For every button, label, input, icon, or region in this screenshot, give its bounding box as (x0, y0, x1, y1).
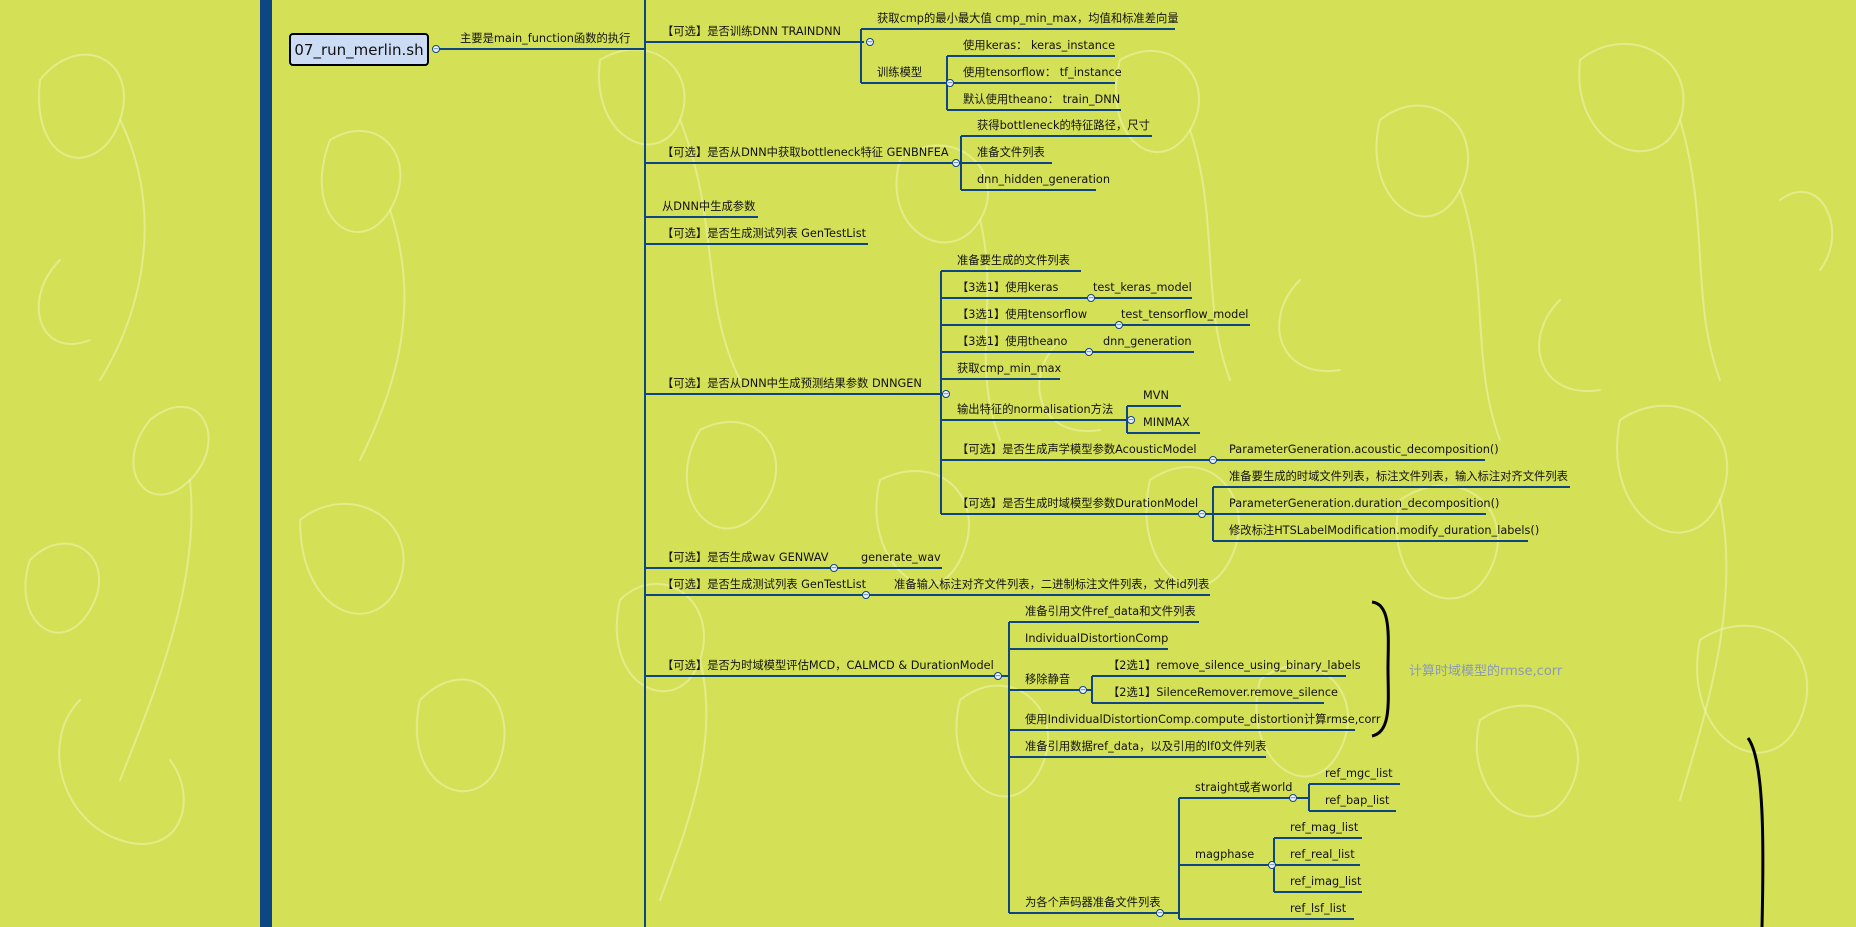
node-bn-path[interactable]: 获得bottleneck的特征路径，尺寸 (977, 119, 1150, 132)
collapse-knob-icon[interactable]: − (952, 159, 960, 167)
node-genwav[interactable]: 【可选】是否生成wav GENWAV (662, 551, 829, 564)
node-dur-mod[interactable]: 修改标注HTSLabelModification.modify_duration… (1229, 524, 1540, 537)
node-test-keras[interactable]: test_keras_model (1093, 281, 1192, 294)
node-bn-gen[interactable]: dnn_hidden_generation (977, 173, 1110, 186)
node-lsf[interactable]: ref_lsf_list (1290, 902, 1347, 915)
main-spine (260, 0, 272, 927)
node-vocoder[interactable]: 为各个声码器准备文件列表 (1025, 896, 1161, 909)
node-mvn[interactable]: MVN (1143, 389, 1169, 402)
node-train-model[interactable]: 训练模型 (877, 66, 923, 79)
collapse-knob-icon[interactable]: − (1079, 686, 1087, 694)
node-dur-prep[interactable]: 准备要生成的时域文件列表，标注文件列表，输入标注对齐文件列表 (1229, 470, 1568, 483)
collapse-knob-icon[interactable]: − (1209, 456, 1217, 464)
collapse-knob-icon[interactable]: − (1115, 321, 1123, 329)
node-imag[interactable]: ref_imag_list (1290, 875, 1362, 888)
node-dnngen[interactable]: 【可选】是否从DNN中生成预测结果参数 DNNGEN (662, 377, 922, 390)
node-rm2[interactable]: 【2选1】SilenceRemover.remove_silence (1108, 686, 1339, 699)
node-dur-dec[interactable]: ParameterGeneration.duration_decompositi… (1229, 497, 1500, 510)
node-opt-tf[interactable]: 【3选1】使用tensorflow (957, 308, 1088, 321)
node-cmp[interactable]: 获取cmp的最小最大值 cmp_min_max，均值和标准差向量 (877, 12, 1179, 25)
node-indiv[interactable]: IndividualDistortionComp (1025, 632, 1169, 645)
node-gentest2[interactable]: 【可选】是否生成测试列表 GenTestList (662, 578, 867, 591)
collapse-knob-icon[interactable]: − (1087, 294, 1095, 302)
root-edge-label: 主要是main_function函数的执行 (460, 32, 631, 45)
node-from-dnn[interactable]: 从DNN中生成参数 (662, 200, 756, 213)
node-theano[interactable]: 默认使用theano： train_DNN (963, 93, 1121, 106)
node-minmax[interactable]: MINMAX (1143, 416, 1190, 429)
node-traindnn[interactable]: 【可选】是否训练DNN TRAINDNN (662, 25, 841, 38)
collapse-knob-icon[interactable]: − (1289, 794, 1297, 802)
node-acoustic-dec[interactable]: ParameterGeneration.acoustic_decompositi… (1229, 443, 1499, 456)
node-bap[interactable]: ref_bap_list (1325, 794, 1390, 807)
node-norm[interactable]: 输出特征的normalisation方法 (957, 403, 1114, 416)
node-gentest1[interactable]: 【可选】是否生成测试列表 GenTestList (662, 227, 867, 240)
node-compute[interactable]: 使用IndividualDistortionComp.compute_disto… (1025, 713, 1381, 726)
collapse-knob-icon[interactable]: − (1268, 861, 1276, 869)
collapse-knob-icon[interactable]: − (866, 38, 874, 46)
node-tf[interactable]: 使用tensorflow： tf_instance (963, 66, 1122, 79)
collapse-knob-icon[interactable]: − (946, 79, 954, 87)
node-remove-sil[interactable]: 移除静音 (1025, 673, 1071, 686)
node-gentest2-child[interactable]: 准备输入标注对齐文件列表，二进制标注文件列表，文件id列表 (894, 578, 1210, 591)
collapse-knob-icon[interactable]: − (994, 672, 1002, 680)
node-opt-theano[interactable]: 【3选1】使用theano (957, 335, 1068, 348)
root-collapse-knob-icon[interactable]: − (432, 45, 440, 53)
node-cmp-minmax[interactable]: 获取cmp_min_max (957, 362, 1062, 375)
collapse-knob-icon[interactable]: − (862, 591, 870, 599)
collapse-knob-icon[interactable]: − (942, 390, 950, 398)
node-rm1[interactable]: 【2选1】remove_silence_using_binary_labels (1108, 659, 1361, 672)
node-test-tf[interactable]: test_tensorflow_model (1121, 308, 1249, 321)
collapse-knob-icon[interactable]: − (1127, 416, 1135, 424)
node-real[interactable]: ref_real_list (1290, 848, 1355, 861)
collapse-knob-icon[interactable]: − (1156, 909, 1164, 917)
node-bn-list[interactable]: 准备文件列表 (977, 146, 1045, 159)
collapse-knob-icon[interactable]: − (830, 564, 838, 572)
node-prep-list[interactable]: 准备要生成的文件列表 (957, 254, 1070, 267)
node-magphase[interactable]: magphase (1195, 848, 1255, 861)
node-mgc[interactable]: ref_mgc_list (1325, 767, 1393, 780)
node-opt-keras[interactable]: 【3选1】使用keras (957, 281, 1059, 294)
node-genbnfea[interactable]: 【可选】是否从DNN中获取bottleneck特征 GENBNFEA (662, 146, 949, 159)
node-duration[interactable]: 【可选】是否生成时域模型参数DurationModel (957, 497, 1199, 510)
node-generate-wav[interactable]: generate_wav (861, 551, 941, 564)
collapse-knob-icon[interactable]: − (1198, 510, 1206, 518)
node-mag[interactable]: ref_mag_list (1290, 821, 1359, 834)
node-ref-lf0[interactable]: 准备引用数据ref_data，以及引用的lf0文件列表 (1025, 740, 1267, 753)
node-ref-prep[interactable]: 准备引用文件ref_data和文件列表 (1025, 605, 1196, 618)
node-straight[interactable]: straight或者world (1195, 781, 1293, 794)
collapse-knob-icon[interactable]: − (1085, 348, 1093, 356)
node-keras[interactable]: 使用keras： keras_instance (963, 39, 1116, 52)
rmse-note: 计算时域模型的rmse,corr (1409, 664, 1563, 679)
root-node[interactable]: 07_run_merlin.sh (289, 33, 429, 66)
node-acoustic[interactable]: 【可选】是否生成声学模型参数AcousticModel (957, 443, 1197, 456)
node-dnn-gen[interactable]: dnn_generation (1103, 335, 1192, 348)
node-calmcd[interactable]: 【可选】是否为时域模型评估MCD，CALMCD & DurationModel (662, 659, 994, 672)
